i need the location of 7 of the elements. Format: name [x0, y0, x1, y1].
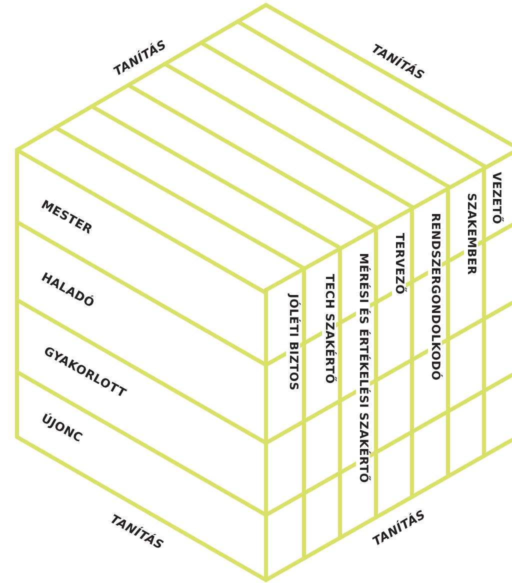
role-label: TECH SZAKÉRTŐ: [322, 273, 336, 385]
role-label: TERVEZŐ: [392, 232, 406, 296]
role-label: RENDSZERGONDOLKODÓ: [428, 212, 442, 382]
role-label: SZAKEMBER: [464, 192, 478, 276]
role-label: MÉRÉSI ÉS ÉRTÉKELÉSI SZAKÉRTŐ: [356, 252, 370, 484]
role-label: JÓLÉTI BIZTOS: [286, 293, 300, 392]
role-label: VEZETŐ: [490, 171, 503, 226]
